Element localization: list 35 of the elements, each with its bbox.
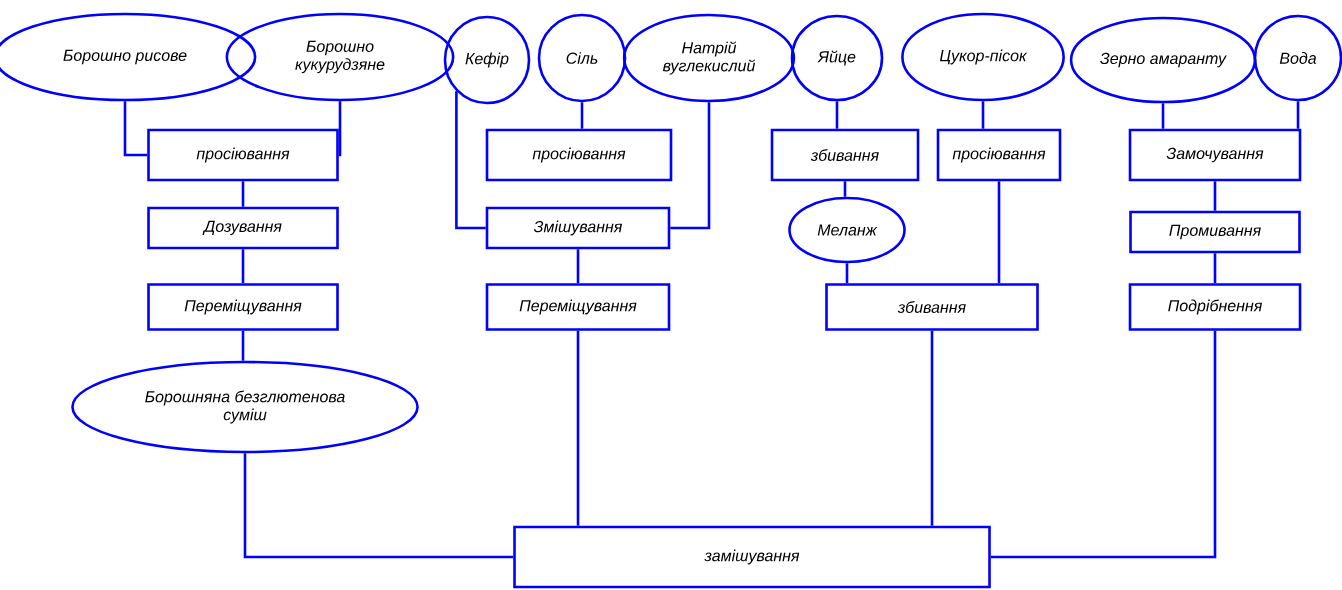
process-box: Змішування [485,206,671,250]
connector-line [337,101,342,157]
process-box: Переміщування [147,283,339,331]
process-box: Переміщування [485,283,671,331]
connector-line [670,102,711,230]
connector-line [455,91,486,230]
process-box: замішування [513,525,991,589]
connector-line [580,102,584,129]
connector-line [243,453,514,559]
connector-line [576,249,580,284]
connector-line [241,181,245,207]
process-box: просіювання [147,128,339,182]
connector-line [1296,101,1300,129]
connector-line [990,330,1217,559]
process-box: просіювання [936,128,1062,182]
process-box: Замочування [1128,128,1302,182]
connector-line [576,330,580,526]
process-box: збивання [825,283,1039,331]
connector-line [843,181,847,197]
connector-line [835,101,839,129]
connector-line [123,101,148,157]
connector-line [241,249,245,284]
connector-line [997,181,1001,284]
connector-line [1213,253,1217,284]
connector-line [1161,103,1165,129]
connector-line [241,330,245,361]
connector-line [845,263,849,284]
process-box: Дозування [147,206,339,250]
connector-line [930,330,934,526]
process-box: Подрібнення [1128,283,1302,331]
process-box: просіювання [485,128,673,182]
process-box: збивання [770,128,920,182]
connector-line [981,101,985,129]
connector-line [1213,181,1217,211]
process-box: Промивання [1129,210,1301,254]
